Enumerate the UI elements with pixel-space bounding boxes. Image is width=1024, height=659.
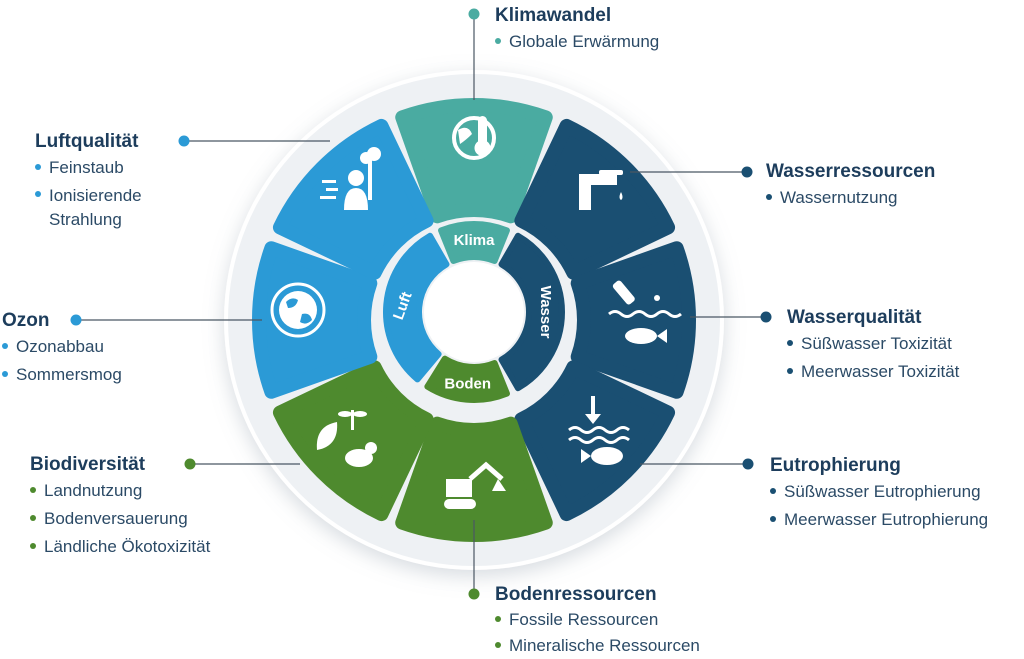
test-tube-fish-icon — [608, 280, 682, 344]
connector-dot-bodenressourcen — [468, 588, 480, 600]
title-bodenressourcen: Bodenressourcen — [495, 584, 657, 605]
segment-ozon — [252, 241, 378, 399]
globe-icon — [270, 282, 326, 338]
item: Landnutzung — [30, 477, 210, 505]
item: Meerwasser Toxizität — [787, 358, 959, 386]
connector-dot-biodiversitaet — [184, 458, 196, 470]
segment-klimawandel — [395, 98, 553, 224]
item: Ozonabbau — [2, 333, 122, 361]
label-wasserqualitaet: Wasserqualität Süßwasser Toxizität Meerw… — [787, 306, 959, 386]
item: Fossile Ressourcen — [495, 607, 700, 633]
person-smog-icon — [320, 147, 381, 210]
item: Mineralische Ressourcen — [495, 633, 700, 659]
item: Wassernutzung — [766, 184, 935, 212]
label-bodenressourcen: Bodenressourcen Fossile Ressourcen Miner… — [495, 583, 700, 659]
segment-wasserressourcen — [514, 118, 676, 280]
label-biodiversitaet: Biodiversität Landnutzung Bodenversaueru… — [30, 453, 210, 561]
connector-dot-wasserqualitaet — [760, 311, 772, 323]
connector-dot-eutrophierung — [742, 458, 754, 470]
inner-label-klima: Klima — [454, 232, 496, 249]
inner-segment-luft — [383, 232, 450, 383]
item: Ionisierende Strahlung — [35, 184, 175, 232]
arrow-water-fish-icon — [568, 396, 630, 465]
inner-label-wasser: Wasser — [537, 286, 554, 339]
item: Ländliche Ökotoxizität — [30, 533, 210, 561]
item: Sommersmog — [2, 361, 122, 389]
label-wasserressourcen: Wasserressourcen Wassernutzung — [766, 160, 935, 212]
segment-bodenressourcen — [395, 416, 553, 542]
label-ozon: Ozon Ozonabbau Sommersmog — [2, 309, 122, 389]
inner-segment-klima — [438, 221, 510, 265]
inner-segment-boden — [424, 355, 510, 403]
excavator-icon — [444, 461, 506, 509]
connector-dot-luftqualitaet — [178, 135, 190, 147]
water-tap-icon — [579, 170, 623, 210]
title-klimawandel: Klimawandel — [495, 5, 612, 26]
connector-dot-wasserressourcen — [741, 166, 753, 178]
label-eutrophierung: Eutrophierung Süßwasser Eutrophierung Me… — [770, 454, 988, 534]
title-eutrophierung: Eutrophierung — [770, 455, 901, 476]
leaf-bird-dragonfly-icon — [316, 410, 377, 467]
center-hole — [424, 262, 524, 362]
title-biodiversitaet: Biodiversität — [30, 454, 146, 475]
thermometer-globe-icon — [452, 116, 496, 160]
title-ozon: Ozon — [2, 310, 50, 331]
item: Meerwasser Eutrophierung — [770, 506, 988, 534]
connector-dot-ozon — [70, 314, 82, 326]
segment-wasserqualitaet — [570, 241, 696, 399]
title-wasserqualitaet: Wasserqualität — [787, 307, 922, 328]
label-luftqualitaet: Luftqualität Feinstaub Ionisierende Stra… — [35, 130, 175, 232]
connector-dot-klimawandel — [468, 8, 480, 20]
segment-eutrophierung — [514, 360, 676, 522]
item: Feinstaub — [35, 154, 175, 182]
item: Bodenversauerung — [30, 505, 210, 533]
item: Süßwasser Toxizität — [787, 330, 959, 358]
inner-label-boden: Boden — [444, 376, 491, 393]
item: Globale Erwärmung — [495, 28, 659, 56]
title-luftqualitaet: Luftqualität — [35, 131, 139, 152]
inner-segment-wasser — [498, 232, 565, 392]
item: Süßwasser Eutrophierung — [770, 478, 988, 506]
label-klimawandel: Klimawandel Globale Erwärmung — [495, 4, 659, 56]
segment-biodiversitaet — [272, 360, 434, 522]
title-wasserressourcen: Wasserressourcen — [766, 161, 936, 182]
